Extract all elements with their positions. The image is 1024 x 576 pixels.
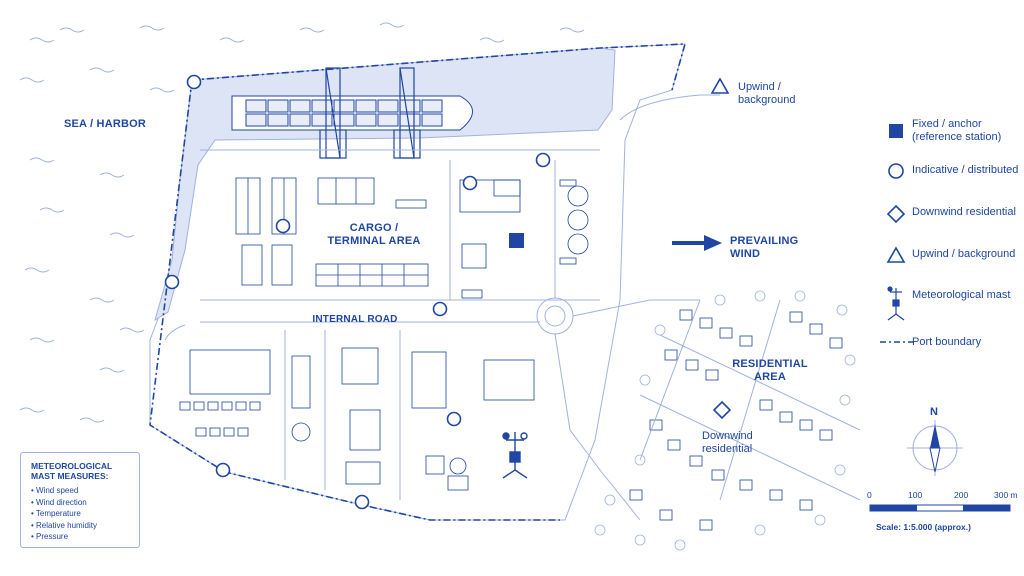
legend-fixed-label: Fixed / anchor (reference station) [912,118,1002,143]
circle-icon [888,163,904,179]
met-box-list: Wind speed Wind direction Temperature Re… [21,485,139,543]
indicative-station [432,301,448,317]
indicative-station [462,175,478,191]
legend-upwind-label: Upwind / background [912,248,1016,260]
diamond-icon [886,204,906,224]
port-boundary-line [149,43,687,521]
met-mast-icon [502,432,528,479]
indicative-station [354,494,370,510]
indicative-station [215,462,231,478]
gantry-cranes [319,67,421,159]
legend-indicative-label: Indicative / distributed [912,164,1019,176]
met-mast-icon [887,286,905,321]
legend-downwind-label: Downwind residential [912,206,1016,218]
scale-tick: 100 [908,490,923,500]
residential-streets [639,299,861,501]
prevailing-wind-label: PREVAILING WIND [730,235,799,260]
internal-road-label: INTERNAL ROAD [312,314,398,325]
cargo-stacks [235,177,589,299]
scale-tick: 300 m [994,490,1018,500]
triangle-icon [886,246,906,263]
met-box-item: Wind direction [31,497,139,509]
legend-downwind: Downwind residential [880,206,1022,234]
met-box-item: Wind speed [31,485,139,497]
cargo-terminal-label: CARGO / TERMINAL AREA [327,222,421,247]
indicative-station [535,152,551,168]
met-mast-measures-box: METEOROLOGICAL MAST MEASURES: Wind speed… [20,452,140,548]
met-box-title: METEOROLOGICAL MAST MEASURES: [31,461,113,481]
lower-buildings [179,347,535,491]
legend-symbols [880,124,914,343]
residential-trees [594,290,856,551]
container-ship [231,95,473,131]
legend-indicative: Indicative / distributed [880,164,1022,192]
scale-caption: Scale: 1:5.000 (approx.) [876,522,971,532]
scale-tick: 200 [954,490,969,500]
filled-square-icon [889,124,903,138]
legend-mast-label: Meteorological mast [912,289,1011,301]
residential-area-label: RESIDENTIAL AREA [732,358,808,383]
legend-boundary-label: Port boundary [912,336,982,348]
scale-bar [869,504,1011,512]
indicative-station [164,274,180,290]
road-network [164,94,720,521]
legend-mast: Meteorological mast [880,289,1022,317]
scale-tick: 0 [867,490,872,500]
upwind-background-label: Upwind / background [738,81,796,106]
north-arrow-compass [907,420,963,476]
indicative-station [275,218,291,234]
downwind-station [712,400,732,420]
indicative-station [446,411,462,427]
met-box-item: Relative humidity [31,520,139,532]
residential-blocks [629,309,843,531]
legend-fixed: Fixed / anchor (reference station) [880,118,1022,146]
prevailing-wind-arrow [672,235,722,251]
fixed-anchor-station [509,233,524,248]
indicative-stations [164,74,551,510]
met-box-item: Temperature [31,508,139,520]
sea-harbor-label: SEA / HARBOR [63,118,147,130]
legend-boundary: Port boundary [880,336,1022,364]
indicative-station [186,74,202,90]
legend-upwind: Upwind / background [880,248,1022,276]
met-box-item: Pressure [31,531,139,543]
downwind-residential-label: Downwind residential [702,430,753,455]
compass-north-label: N [930,406,938,418]
upwind-station [710,77,730,94]
water-waves [19,22,585,423]
